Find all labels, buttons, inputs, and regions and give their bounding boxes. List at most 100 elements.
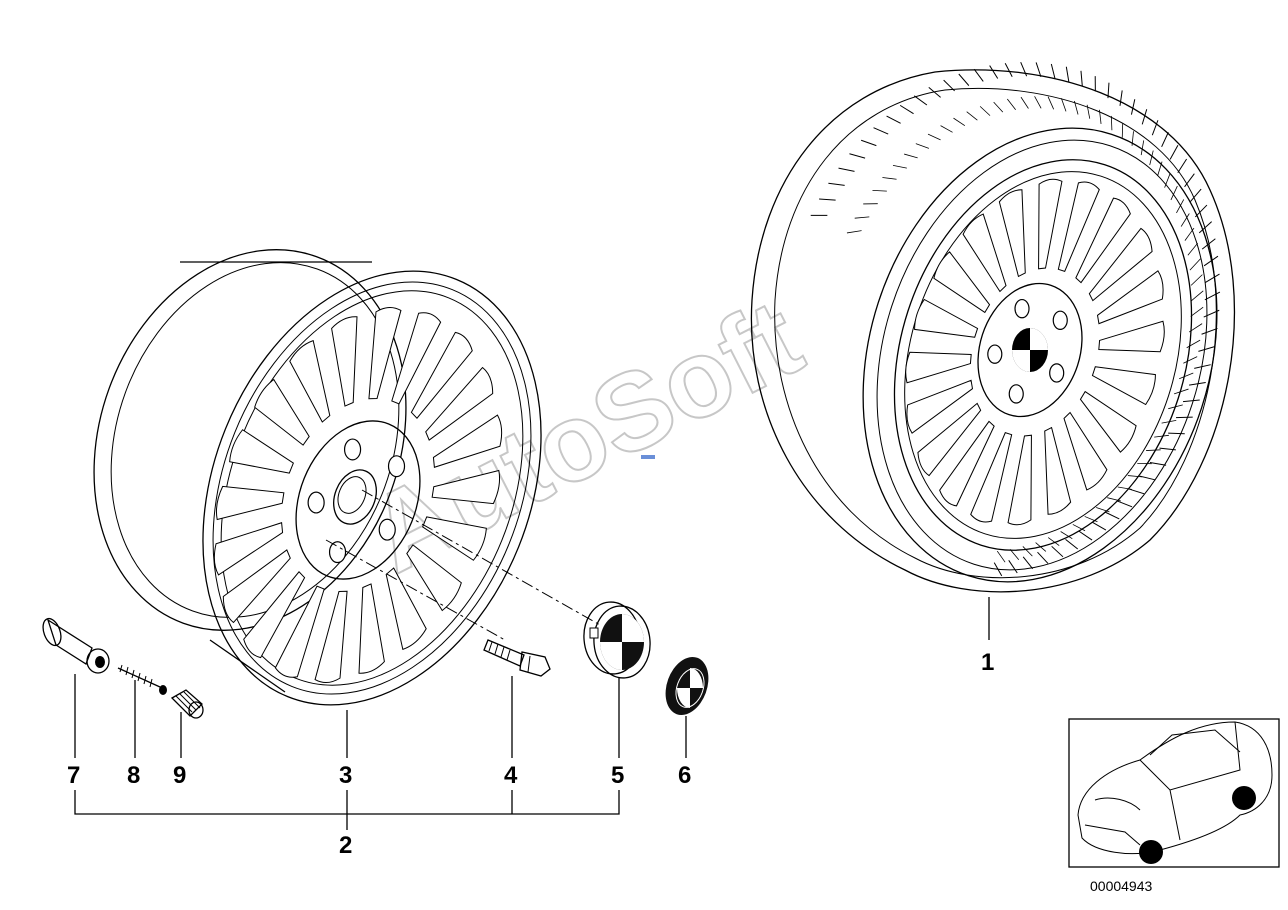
tread-groove — [1110, 115, 1113, 131]
spoke-window — [410, 331, 473, 419]
tread-groove — [1198, 346, 1215, 352]
tread-groove — [1065, 538, 1079, 550]
tread-groove — [927, 133, 941, 141]
tread-groove — [1189, 382, 1206, 386]
spoke-window — [243, 571, 306, 659]
spoke-window — [939, 420, 995, 507]
car-locator-inset — [1068, 718, 1280, 868]
tread-groove — [846, 230, 862, 234]
tread-groove — [993, 101, 1004, 113]
tread-groove — [966, 111, 978, 121]
tread-groove — [1139, 475, 1156, 481]
spoke-window — [1075, 197, 1131, 284]
tread-groove — [1189, 258, 1201, 271]
tread-groove — [1034, 96, 1042, 109]
spoke-window — [422, 516, 487, 561]
spoke-window — [933, 251, 991, 314]
tread-groove — [892, 164, 907, 169]
tread-groove — [1201, 327, 1218, 335]
tread-groove — [1078, 530, 1093, 541]
tread-groove — [1086, 104, 1091, 119]
tread-groove — [1204, 273, 1220, 284]
tread-groove — [1149, 461, 1167, 466]
spoke-window — [970, 432, 1013, 523]
tread-groove — [1140, 140, 1145, 156]
tread-groove — [1092, 521, 1107, 531]
bolt-hole — [1049, 363, 1065, 383]
callout-4: 4 — [504, 762, 518, 789]
spoke-window — [1079, 390, 1137, 453]
tread-groove — [1072, 524, 1086, 532]
rim-part-3 — [93, 249, 542, 706]
tread-groove — [989, 65, 999, 79]
tread-groove — [1084, 516, 1098, 523]
callout-6: 6 — [678, 762, 691, 789]
tread-groove — [1154, 434, 1169, 438]
tread-groove — [1047, 96, 1055, 110]
spoke-window — [1096, 270, 1164, 325]
bolt-hole — [1008, 384, 1024, 404]
tread-groove — [1008, 560, 1018, 574]
wheel-spokes — [905, 178, 1165, 526]
spoke-window — [1098, 320, 1165, 353]
callout-2: 2 — [339, 832, 352, 859]
callout-5: 5 — [611, 762, 624, 789]
spoke-window — [1088, 227, 1153, 302]
tread-groove — [1194, 364, 1211, 369]
bolt-hole — [987, 344, 1003, 364]
valve-insert-part-8 — [117, 664, 167, 695]
tread-groove — [904, 153, 918, 159]
spoke-window — [289, 339, 331, 423]
diagram-code: 00004943 — [1090, 878, 1153, 894]
tread-groove — [882, 177, 897, 180]
tread-groove — [913, 95, 928, 106]
callout-9: 9 — [173, 762, 186, 789]
tread-groove — [1198, 221, 1213, 234]
tread-groove — [973, 68, 984, 82]
tread-groove — [1201, 238, 1216, 250]
tread-groove — [819, 198, 836, 201]
bolt-hole — [1052, 310, 1068, 331]
spoke-window — [432, 414, 503, 468]
tread-groove — [1020, 96, 1029, 109]
spoke-window — [406, 544, 462, 612]
tread-groove — [873, 127, 889, 135]
spoke-window — [358, 583, 385, 674]
wheel-part-1 — [750, 61, 1236, 593]
tread-groove — [849, 153, 866, 159]
bolt-hole — [387, 455, 406, 478]
tread-groove — [1190, 188, 1202, 202]
tread-groove — [1179, 372, 1194, 380]
tread-groove — [1050, 63, 1056, 79]
tread-groove — [996, 550, 1006, 563]
tread-groove — [1204, 291, 1221, 301]
spoke-window — [213, 522, 284, 576]
wheel-bolt-part-4 — [483, 639, 551, 677]
tread-groove — [872, 189, 887, 192]
spoke-window — [331, 316, 358, 407]
rim-spokes — [213, 306, 503, 684]
valve-part-7 — [42, 617, 110, 674]
tread-groove — [1177, 158, 1188, 174]
tread-groove — [928, 86, 941, 98]
tread-groove — [1168, 432, 1185, 435]
tread-groove — [1009, 549, 1020, 560]
tread-groove — [1074, 100, 1079, 115]
tread-groove — [958, 73, 970, 86]
tread-groove — [860, 139, 877, 147]
tread-groove — [1022, 556, 1034, 570]
tread-groove — [1035, 62, 1042, 78]
hub-cap-part-5 — [583, 601, 651, 679]
tread-groove — [953, 117, 966, 127]
tread-groove — [943, 79, 955, 92]
valve-cap-part-9 — [170, 689, 204, 719]
spoke-window — [215, 485, 285, 521]
tread-groove — [979, 106, 991, 116]
tread-groove — [1186, 339, 1201, 349]
tread-groove — [1170, 185, 1178, 201]
bolt-hole — [1014, 298, 1030, 319]
tread-groove — [1060, 98, 1067, 112]
tread-groove — [1146, 449, 1161, 451]
tread-groove — [1183, 356, 1198, 364]
spoke-window — [1057, 181, 1100, 272]
